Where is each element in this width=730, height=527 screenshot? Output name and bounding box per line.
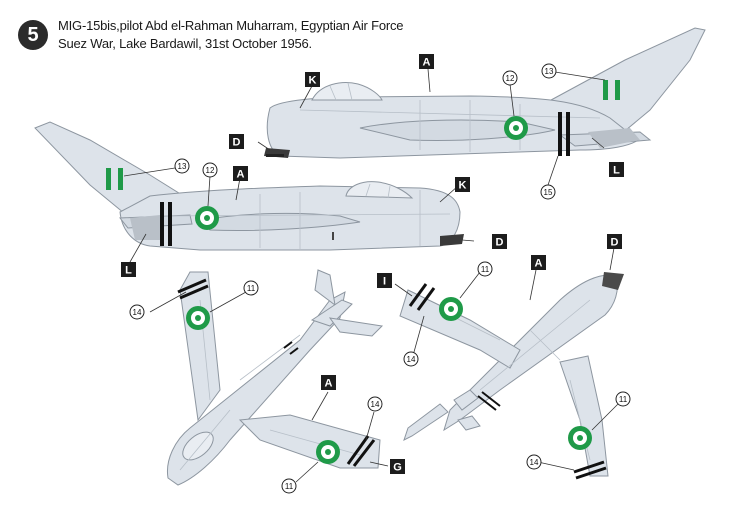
roundel <box>195 206 219 230</box>
ref-11: 11 <box>615 391 631 407</box>
svg-text:G: G <box>393 462 402 474</box>
planform-lower-surface <box>394 247 624 480</box>
tail-fin <box>314 269 336 307</box>
tail-code-bar <box>118 168 123 190</box>
stabilizer-right <box>457 415 481 431</box>
profile-top-left-facing <box>257 27 706 186</box>
roundel <box>439 297 463 321</box>
callout-L: L <box>609 162 624 177</box>
wing-stripes <box>408 283 607 480</box>
svg-text:14: 14 <box>133 308 142 317</box>
header: 5 MIG-15bis,pilot Abd el-Rahman Muharram… <box>18 18 404 62</box>
ref-12: 12 <box>202 162 218 178</box>
svg-text:L: L <box>125 265 132 277</box>
svg-text:11: 11 <box>285 482 294 491</box>
nose-intake <box>440 234 464 246</box>
callout-A: A <box>419 54 434 69</box>
left-wing <box>399 289 521 369</box>
right-wing <box>559 355 609 477</box>
svg-text:A: A <box>535 258 543 270</box>
svg-text:11: 11 <box>481 265 490 274</box>
svg-text:13: 13 <box>545 67 554 76</box>
svg-text:14: 14 <box>371 400 380 409</box>
stabilizer-left <box>310 299 353 327</box>
callout-G: G <box>390 459 405 474</box>
svg-text:I: I <box>383 276 386 288</box>
tail-code-bar <box>615 80 620 100</box>
svg-text:K: K <box>309 75 317 87</box>
ref-13: 13 <box>541 63 557 79</box>
ref-11: 11 <box>243 280 259 296</box>
svg-text:14: 14 <box>530 458 539 467</box>
svg-text:A: A <box>325 378 333 390</box>
title-aircraft-pilot: MIG-15bis,pilot Abd el-Rahman Muharram, … <box>58 18 404 33</box>
callout-L: L <box>121 262 136 277</box>
tail-code-bar <box>106 168 111 190</box>
svg-text:12: 12 <box>206 166 215 175</box>
roundel <box>504 116 528 140</box>
callout-K: K <box>455 177 470 192</box>
svg-text:13: 13 <box>178 162 187 171</box>
callout-A: A <box>233 166 248 181</box>
ref-11: 11 <box>281 478 297 494</box>
gun-trough <box>266 154 284 157</box>
svg-text:15: 15 <box>544 188 553 197</box>
fuselage-stripe <box>566 112 570 156</box>
nose-intake <box>602 272 624 290</box>
svg-text:D: D <box>233 137 241 149</box>
callout-labels: A K D L A K D <box>121 54 624 474</box>
svg-text:12: 12 <box>506 74 515 83</box>
ref-12: 12 <box>502 70 518 86</box>
svg-text:11: 11 <box>619 395 628 404</box>
svg-text:14: 14 <box>407 355 416 364</box>
fuselage-bottom <box>443 274 618 432</box>
stabilizer-left <box>453 389 479 411</box>
ref-14: 14 <box>367 396 383 412</box>
callout-D: D <box>607 234 622 249</box>
step-number-badge: 5 <box>18 20 48 50</box>
svg-text:K: K <box>459 180 467 192</box>
tail-code-bar <box>603 80 608 100</box>
wing-stripes <box>177 278 376 467</box>
ref-15: 15 <box>540 184 556 200</box>
ref-11: 11 <box>477 261 493 277</box>
ref-13: 13 <box>174 158 190 174</box>
reference-numbers: 13 12 15 13 12 14 11 11 14 14 11 11 14 <box>129 63 631 494</box>
svg-text:A: A <box>237 169 245 181</box>
tail-fin <box>403 403 449 441</box>
svg-text:A: A <box>423 57 431 69</box>
callout-I: I <box>377 273 392 288</box>
callout-D: D <box>229 134 244 149</box>
ref-14: 14 <box>403 351 419 367</box>
roundel <box>568 426 592 450</box>
canopy <box>345 181 414 199</box>
left-wing <box>179 271 221 422</box>
fuselage-stripe <box>160 202 164 246</box>
callout-A: A <box>531 255 546 270</box>
svg-text:D: D <box>496 237 504 249</box>
pitot <box>332 232 334 240</box>
profile-bottom-right-facing <box>34 121 475 263</box>
fuselage-stripe <box>558 112 562 156</box>
svg-text:L: L <box>613 165 620 177</box>
tail-cone <box>130 215 160 240</box>
roundel <box>186 306 210 330</box>
ref-14: 14 <box>526 454 542 470</box>
canopy <box>311 82 383 101</box>
svg-text:D: D <box>611 237 619 249</box>
callout-K: K <box>305 72 320 87</box>
fuselage-stripe <box>168 202 172 246</box>
callout-A: A <box>321 375 336 390</box>
svg-text:11: 11 <box>247 284 256 293</box>
callout-D: D <box>492 234 507 249</box>
roundel <box>316 440 340 464</box>
planform-upper-surface <box>149 269 389 486</box>
ref-14: 14 <box>129 304 145 320</box>
tail-cone <box>588 128 640 148</box>
wing-profile <box>198 212 361 232</box>
title-event-date: Suez War, Lake Bardawil, 31st October 19… <box>58 36 312 51</box>
stabilizer-right <box>328 317 384 337</box>
